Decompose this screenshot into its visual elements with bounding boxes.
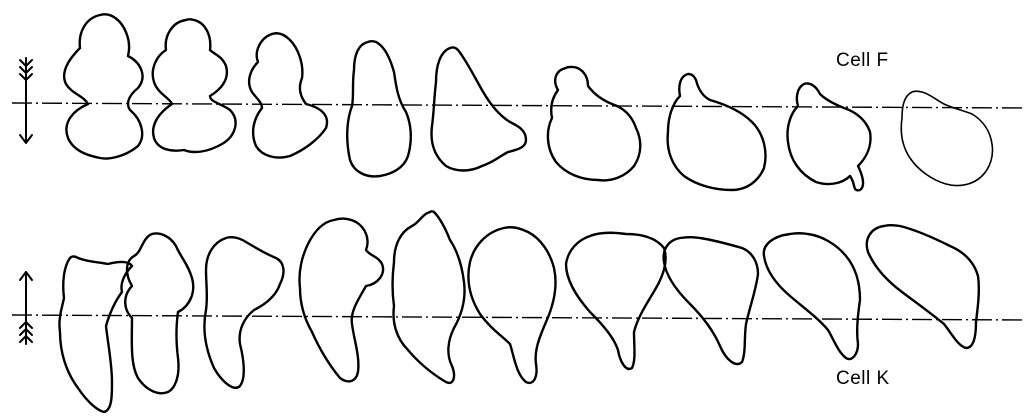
cell-k-outline-4 xyxy=(299,219,383,382)
cell-k-outline-3 xyxy=(204,237,283,388)
cell-k-outline-8 xyxy=(664,237,758,364)
cell-k-outline-9 xyxy=(764,233,860,359)
cell-f-outline-2 xyxy=(153,19,236,152)
direction-arrow-down-icon xyxy=(20,58,32,143)
cell-k-outline-1 xyxy=(59,257,132,413)
cell-k-outline-2 xyxy=(125,234,193,394)
cell-k-outline-6 xyxy=(468,227,555,383)
cell-f-outlines xyxy=(64,14,992,190)
cell-k-outline-10 xyxy=(867,225,979,348)
cell-f-outline-7 xyxy=(668,74,766,190)
cell-k-outline-5 xyxy=(393,211,465,383)
reference-line-cell-k xyxy=(12,315,1025,320)
cell-f-outline-4 xyxy=(347,41,411,176)
cell-f-outline-9 xyxy=(901,91,992,185)
cell-f-outline-1 xyxy=(64,14,142,158)
cell-k-label: Cell K xyxy=(836,368,890,390)
reference-line-cell-f xyxy=(12,103,1025,108)
cell-f-outline-5 xyxy=(432,47,526,170)
cell-f-outline-8 xyxy=(787,83,870,190)
direction-arrow-up-icon xyxy=(20,272,32,344)
cell-k-outline-7 xyxy=(566,233,666,369)
cell-f-outline-6 xyxy=(548,67,640,180)
cell-f-label: Cell F xyxy=(836,50,889,72)
cell-f-outline-3 xyxy=(249,33,327,157)
